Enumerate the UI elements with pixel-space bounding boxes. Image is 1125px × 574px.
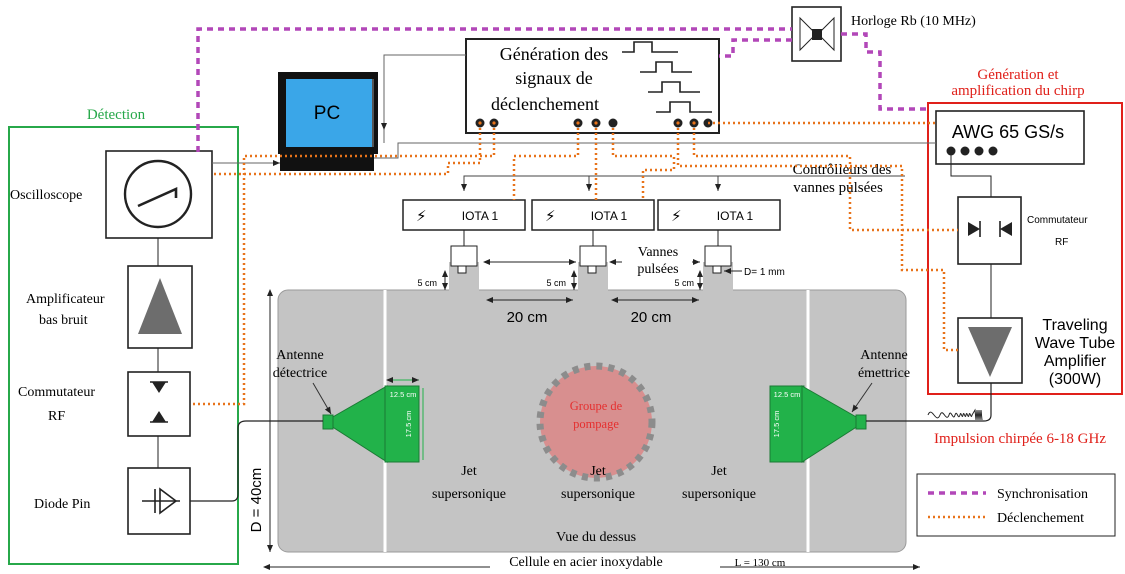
- pump-label-1: Groupe de: [570, 399, 623, 413]
- detector-antenna-label-1: Antenne: [276, 348, 323, 363]
- trigger-gen-label-2: signaux de: [515, 68, 592, 88]
- jet-labels: Jet supersonique Jet supersonique Jet su…: [432, 464, 756, 502]
- twta-label-2: Wave Tube: [1035, 335, 1115, 352]
- trigger-gen-label-3: déclenchement: [491, 94, 599, 114]
- iota-label-3: IOTA 1: [717, 209, 754, 223]
- clock-label: Horloge Rb (10 MHz): [851, 14, 976, 29]
- valves-label-2: pulsées: [637, 262, 678, 277]
- rb-clock: Horloge Rb (10 MHz): [791, 6, 976, 62]
- bolt-icon: ⚡︎: [545, 208, 556, 225]
- iota-label-1: IOTA 1: [462, 209, 499, 223]
- horn-width-label: 12.5 cm: [390, 390, 417, 399]
- signal-cables: [212, 54, 936, 166]
- diode-label: Diode Pin: [34, 497, 90, 512]
- valves-label-1: Vannes: [638, 245, 678, 260]
- bolt-icon: ⚡︎: [671, 208, 682, 225]
- chirp-title-1: Génération et: [977, 67, 1059, 83]
- detector-antenna-label-2: détectrice: [273, 366, 327, 381]
- lna-label-1: Amplificateur: [26, 292, 105, 307]
- cell-name: Cellule en acier inoxydable: [509, 555, 663, 570]
- spacing-label-2: 20 cm: [631, 309, 672, 326]
- pc: PC: [278, 72, 378, 171]
- oscilloscope-label: Oscilloscope: [10, 188, 82, 203]
- controllers-label-2: vannes pulsées: [793, 180, 883, 196]
- nozzle-diameter: D= 1 mm: [744, 267, 785, 278]
- horn-width-label-2: 12.5 cm: [774, 390, 801, 399]
- chirp-switch-label-2: RF: [1055, 237, 1068, 248]
- valve-controllers: ⚡︎ IOTA 1 ⚡︎ IOTA 1 ⚡︎ IOTA 1: [402, 199, 781, 246]
- chirp-pulse-label: Impulsion chirpée 6-18 GHz: [934, 431, 1106, 447]
- neck-height-3: 5 cm: [674, 278, 694, 288]
- horn-height-label-2: 17.5 cm: [772, 411, 781, 438]
- emitter-antenna-label-2: émettrice: [858, 366, 910, 381]
- pump-label-2: pompage: [573, 417, 619, 431]
- spacing-label-1: 20 cm: [507, 309, 548, 326]
- jet-label-1a: Jet: [461, 464, 477, 479]
- legend-trigger: Déclenchement: [997, 511, 1084, 526]
- neck-height-1: 5 cm: [417, 278, 437, 288]
- bolt-icon: ⚡︎: [416, 208, 427, 225]
- det-switch-label-1: Commutateur: [18, 385, 95, 400]
- det-switch-label-2: RF: [48, 409, 65, 424]
- jet-label-1b: supersonique: [432, 487, 506, 502]
- cell-diameter: D = 40cm: [248, 468, 265, 533]
- detection-title: Détection: [87, 107, 146, 123]
- trigger-generator: Génération des signaux de déclenchement: [465, 38, 720, 134]
- iota-label-2: IOTA 1: [591, 209, 628, 223]
- jet-label-2a: Jet: [590, 464, 606, 479]
- cell-length: L = 130 cm: [735, 557, 786, 569]
- pc-label: PC: [314, 103, 340, 124]
- trigger-lines: [190, 121, 958, 406]
- legend: Synchronisation Déclenchement: [916, 473, 1116, 537]
- trigger-gen-label-1: Génération des: [500, 44, 608, 64]
- jet-label-3a: Jet: [711, 464, 727, 479]
- pumping-group: Groupe de pompage: [536, 362, 656, 482]
- chirp-switch-label-1: Commutateur: [1027, 215, 1088, 226]
- sync-lines: [196, 27, 928, 152]
- twta-label-1: Traveling: [1042, 317, 1107, 334]
- neck-height-2: 5 cm: [546, 278, 566, 288]
- legend-sync: Synchronisation: [997, 487, 1088, 502]
- horn-height-label: 17.5 cm: [404, 411, 413, 438]
- twta-label-3: Amplifier: [1044, 353, 1107, 370]
- twta-label-4: (300W): [1049, 371, 1101, 388]
- top-view-label: Vue du dessus: [556, 530, 636, 545]
- pulsed-valves: [450, 245, 732, 274]
- detector-horn: 12.5 cm 17.5 cm: [322, 377, 424, 463]
- emitter-horn: 12.5 cm 17.5 cm: [769, 385, 867, 463]
- detection-chain: Détection Oscilloscope Amplificateur bas…: [8, 105, 239, 565]
- jet-label-2b: supersonique: [561, 487, 635, 502]
- chirp-title-2: amplification du chirp: [951, 83, 1084, 99]
- awg-label: AWG 65 GS/s: [952, 122, 1064, 142]
- emitter-antenna-label-1: Antenne: [860, 348, 907, 363]
- chirp-chain: Génération et amplification du chirp AWG…: [927, 67, 1123, 395]
- jet-label-3b: supersonique: [682, 487, 756, 502]
- lna-label-2: bas bruit: [39, 313, 88, 328]
